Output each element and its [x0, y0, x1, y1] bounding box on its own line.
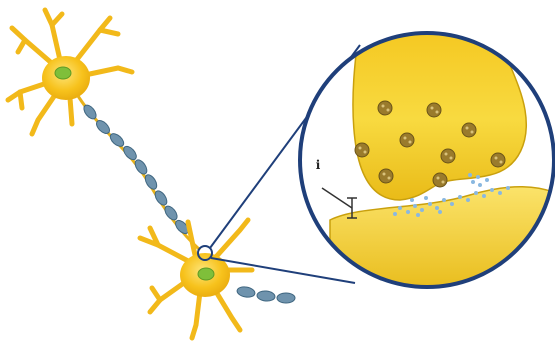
axon	[78, 96, 200, 250]
myelin-sheath-segments	[82, 103, 191, 236]
upper-neuron	[8, 10, 132, 134]
lower-neuron-axon	[236, 286, 295, 303]
upper-neuron-nucleus	[55, 67, 71, 79]
callout-label: i	[311, 158, 325, 172]
magnified-synapse	[300, 20, 555, 300]
lower-neuron-nucleus	[198, 268, 214, 280]
